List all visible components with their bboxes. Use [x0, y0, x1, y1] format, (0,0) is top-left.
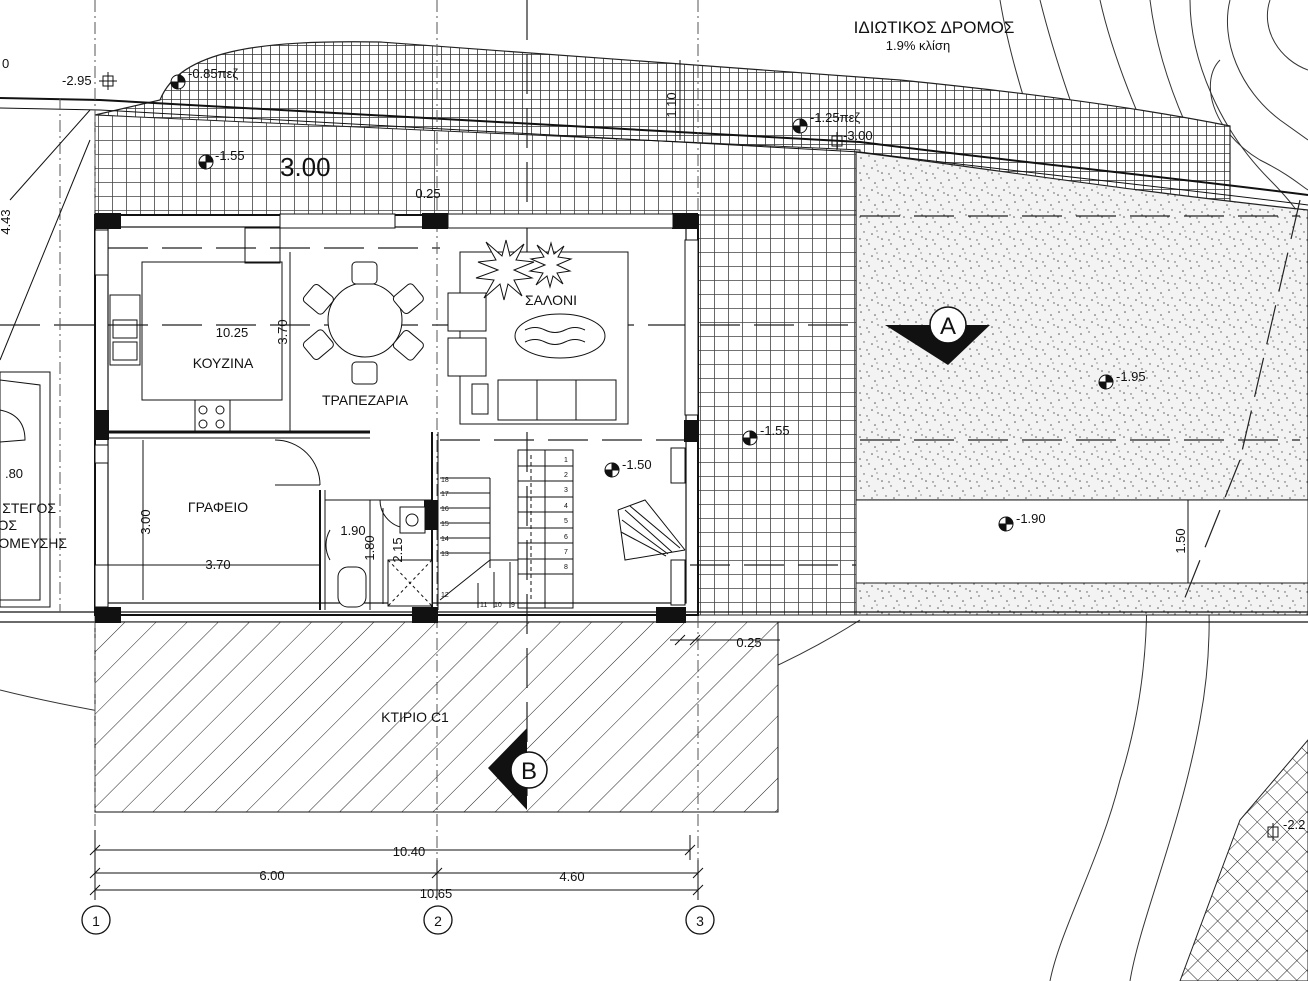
- axis-bubbles: [81, 905, 715, 935]
- room-kitchen: ΚΟΥΖΙΝΑ: [193, 355, 254, 371]
- dim-text: 10.40: [393, 844, 426, 859]
- level-marker-icon: [1098, 374, 1114, 390]
- dim-text: 3.70: [205, 557, 230, 572]
- kitchen-fixtures: [109, 227, 283, 433]
- door-swings: [274, 439, 686, 561]
- staircase: [439, 449, 574, 609]
- level-marker-icon: [831, 132, 843, 150]
- stair-number: 9: [511, 602, 515, 609]
- axis-2-label: 2: [434, 913, 442, 929]
- dim-text: 6.00: [259, 868, 284, 883]
- road-slope: 1.9% κλίση: [886, 38, 950, 53]
- left-label-1: ΣΤΕΓΟΣ: [2, 500, 56, 516]
- dim-text: 1.50: [1173, 528, 1188, 553]
- dim-text: .80: [5, 466, 23, 481]
- plant-icons: [475, 239, 573, 301]
- level-text: -0.85πεζ: [188, 66, 238, 81]
- dim-text: 10.25: [216, 325, 249, 340]
- dim-text: 1.80: [362, 535, 377, 560]
- dim-text: 3.00: [138, 509, 153, 534]
- road-title: ΙΔΙΩΤΙΚΟΣ ΔΡΟΜΟΣ: [854, 18, 1015, 37]
- stair-number: 3: [564, 487, 568, 494]
- gravel-yard: [855, 151, 1308, 501]
- dim-text: 1.10: [664, 92, 679, 117]
- stair-number: 8: [564, 564, 568, 571]
- dim-text: 3.00: [280, 152, 331, 182]
- level-text: -1.25πεζ: [810, 110, 860, 125]
- level-text: -1.95: [1116, 369, 1146, 384]
- stair-number: 6: [564, 534, 568, 541]
- dim-text: 0.25: [736, 635, 761, 650]
- level-text: -1.90: [1016, 511, 1046, 526]
- level-markers: [99, 72, 1279, 841]
- stair-number: 11: [480, 602, 487, 609]
- level-marker-icon: [99, 72, 117, 90]
- building-label: ΚΤΙΡΙΟ C1: [381, 709, 449, 725]
- section-b-label: B: [521, 758, 537, 785]
- dim-text: 4.43: [0, 209, 13, 234]
- stair-number: 5: [564, 518, 568, 525]
- stair-number: 2: [564, 472, 568, 479]
- stair-number: 15: [441, 521, 449, 528]
- dim-text: 0: [2, 56, 9, 71]
- dim-text: 0.25: [415, 186, 440, 201]
- dimension-lines: [89, 60, 1189, 900]
- stair-number: 4: [564, 503, 568, 510]
- gravel-strip: [855, 582, 1308, 616]
- stair-number: 10: [494, 602, 502, 609]
- left-label-2: ΟΣ: [0, 517, 17, 533]
- stair-number: 17: [441, 491, 449, 498]
- dim-text: 2.15: [390, 537, 405, 562]
- stair-number: 16: [441, 506, 449, 513]
- columns: [95, 213, 698, 623]
- windows: [94, 213, 699, 608]
- dim-text: 4.60: [559, 869, 584, 884]
- level-marker-icon: [742, 430, 758, 446]
- section-marker-a: A: [885, 306, 990, 365]
- level-marker-icon: [792, 118, 808, 134]
- stair-number: 7: [564, 549, 568, 556]
- level-marker-icon: [1267, 823, 1279, 841]
- bathroom-fixtures: [337, 506, 433, 608]
- level-marker-icon: [604, 462, 620, 478]
- level-marker-icon: [170, 74, 186, 90]
- section-a-label: A: [940, 313, 956, 340]
- level-text: -2.2: [1283, 817, 1305, 832]
- stair-number: 14: [441, 536, 449, 543]
- dim-text: 1.90: [340, 523, 365, 538]
- room-office: ΓΡΑΦΕΙΟ: [188, 499, 248, 515]
- parking-strip: [855, 499, 1308, 584]
- stair-number: 12: [441, 592, 449, 599]
- stair-numbers: 18 17 16 15 14 13 12 1 2 3 4 5 6 7 8 11 …: [441, 457, 568, 609]
- terrace-tiles: [697, 214, 857, 616]
- level-text: -1.50: [622, 457, 652, 472]
- dim-text: 10.65: [420, 886, 453, 901]
- stair-number: 1: [564, 457, 568, 464]
- level-text: -1.55: [760, 423, 790, 438]
- level-marker-icon: [198, 154, 214, 170]
- dining-table: [302, 261, 424, 385]
- level-marker-icon: [998, 516, 1014, 532]
- room-dining: ΤΡΑΠΕΖΑΡΙΑ: [322, 392, 409, 408]
- level-text: -3.00: [843, 128, 873, 143]
- room-living: ΣΑΛΟΝΙ: [525, 292, 577, 308]
- left-parking: [0, 109, 91, 608]
- section-marker-b: B: [488, 728, 548, 810]
- level-text: -2.95: [62, 73, 92, 88]
- level-text: -1.55: [215, 148, 245, 163]
- living-furniture: [447, 251, 629, 425]
- stair-number: 13: [441, 551, 449, 558]
- axis-3-label: 3: [696, 913, 704, 929]
- stair-number: 18: [441, 477, 449, 484]
- left-label-3: ΟΜΕΥΣΗΣ: [0, 535, 67, 551]
- axis-1-label: 1: [92, 913, 100, 929]
- dim-text: 3.70: [275, 319, 290, 344]
- crosshatch-corner: [1179, 739, 1308, 981]
